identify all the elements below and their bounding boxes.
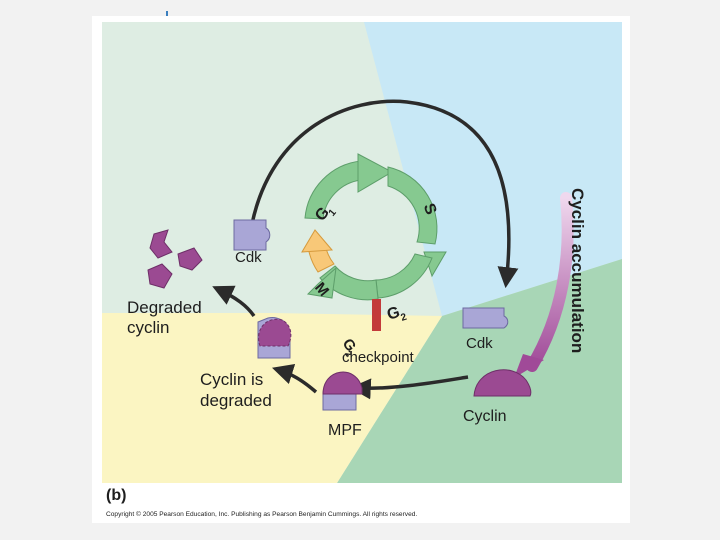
s-segment (387, 166, 438, 245)
panel-label: (b) (106, 487, 126, 504)
cyclin-accumulation-arrow (526, 192, 574, 372)
cyclin-label: Cyclin (463, 408, 507, 425)
checkpoint-label: checkpoint (342, 349, 415, 366)
cell-cycle-diagram: G 1 S G 2 M G 2 checkpoint Cyclin a (102, 22, 622, 518)
slide-accent-mark (166, 11, 168, 20)
cyclin-fragment-2 (177, 247, 203, 271)
mpf-cdk-part (322, 391, 357, 411)
cycle-loop-arrow (250, 99, 519, 289)
cyclin-fragment-3 (147, 263, 173, 289)
cdk-label-right: Cdk (466, 335, 493, 352)
cyclin-accumulation-arrowhead (514, 354, 544, 378)
degraded-cyclin-label-line2: cyclin (127, 318, 170, 337)
mpf-cyclin-part (322, 371, 363, 395)
mpf-label: MPF (328, 422, 362, 439)
g2-arrowhead (306, 266, 337, 299)
cyclin-accumulation-label: Cyclin accumulation (568, 188, 587, 353)
cdk-protein-left (233, 219, 271, 251)
g2-label: G 2 (385, 304, 409, 324)
cdk-protein-right (462, 307, 509, 329)
cyclin-cdk-to-mpf-arrow (349, 375, 469, 400)
cdk-label-left: Cdk (235, 249, 262, 266)
svg-text:2: 2 (399, 312, 408, 324)
mpf-to-degraded-arrow (271, 363, 318, 394)
cyclin-degrading (258, 318, 292, 347)
cell-cycle-figure: G 1 S G 2 M G 2 checkpoint Cyclin a (92, 16, 630, 523)
svg-text:1: 1 (327, 207, 339, 219)
cyclin-fragment-1 (149, 229, 173, 259)
m-arrowhead (301, 229, 334, 253)
cyclin-is-degraded-label-line1: Cyclin is (200, 370, 263, 389)
svg-text:G: G (385, 304, 402, 324)
g2-checkpoint-bar (372, 299, 381, 331)
degraded-cyclin-label-line1: Degraded (127, 298, 202, 317)
background-region-m (102, 313, 442, 483)
svg-text:2: 2 (343, 349, 354, 359)
g1-arrowhead (357, 153, 394, 193)
cyclin-protein-right (473, 369, 532, 397)
copyright-text: Copyright © 2005 Pearson Education, Inc.… (106, 510, 417, 518)
cyclin-is-degraded-label-line2: degraded (200, 391, 272, 410)
degradation-arrow (212, 285, 256, 318)
